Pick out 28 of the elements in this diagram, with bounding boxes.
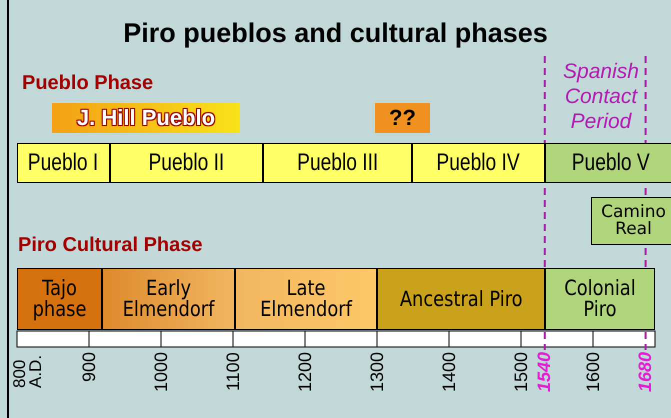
phase-heading: Pueblo Phase — [22, 72, 154, 95]
phase-bar: Ancestral Piro — [377, 268, 545, 330]
year-label: 1100 — [224, 352, 242, 391]
year-label: 900 — [80, 352, 98, 382]
year-label: 1500 — [512, 352, 530, 392]
phase-bar: Colonial Piro — [545, 268, 655, 330]
phase-heading: Piro Cultural Phase — [18, 234, 202, 257]
diagram-title: Piro pueblos and cultural phases — [122, 18, 549, 49]
year-label: 1000 — [152, 352, 170, 392]
year-label: 1540 — [534, 352, 553, 392]
year-label: 1680 — [636, 352, 654, 392]
phase-bar: Early Elmendorf — [102, 268, 235, 330]
unknown-site-label: ?? — [375, 103, 430, 133]
site-label: J. Hill Pueblo — [52, 103, 240, 133]
phase-bar: Pueblo I — [17, 143, 110, 183]
phase-bar: Late Elmendorf — [235, 268, 377, 330]
year-label: 1600 — [584, 352, 602, 392]
year-label: 1300 — [368, 352, 386, 392]
phase-bar: Pueblo III — [263, 143, 412, 183]
year-label: 800 A.D. — [12, 354, 44, 388]
phase-bar: Tajo phase — [17, 268, 102, 330]
route-label-box: Camino Real — [591, 197, 671, 245]
phase-bar: Pueblo V — [545, 143, 671, 183]
year-label: 1400 — [440, 352, 458, 392]
phase-bar: Pueblo II — [110, 143, 263, 183]
year-label: 1200 — [296, 352, 314, 392]
period-label: Spanish Contact Period — [562, 60, 640, 134]
phase-bar: Pueblo IV — [412, 143, 545, 183]
